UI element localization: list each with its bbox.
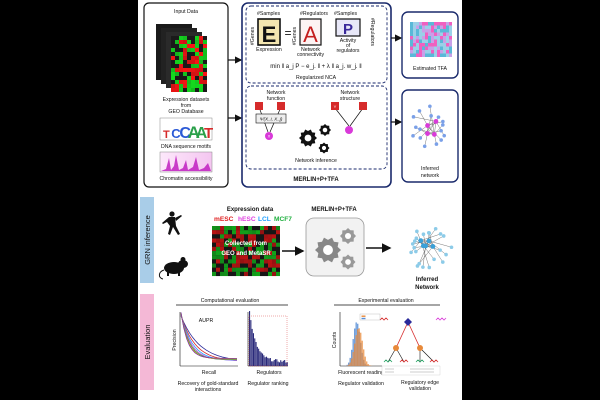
mouse-icon — [159, 257, 188, 279]
nca-regulators-mid: #Regulators — [300, 11, 328, 17]
node-x-label: X — [268, 134, 271, 139]
motif-letter: T — [163, 129, 170, 141]
exp-eval-title: Experimental evaluation — [358, 298, 413, 304]
network-conn-label-2: connectivity — [297, 52, 325, 58]
matrix-e-letter: E — [262, 22, 277, 47]
motif-caption: DNA sequence motifs — [161, 144, 211, 150]
recall-axis-label: Recall — [202, 370, 216, 376]
figure-canvas: Input Data Expression datasets from GEO … — [138, 0, 462, 400]
inferred-network-label-2: network — [421, 173, 440, 179]
regulator-ranking-chart — [248, 311, 288, 366]
matrix-p-letter: P — [343, 21, 353, 38]
collected-label-1: Collected from — [225, 241, 267, 247]
function-label-2: function — [267, 96, 285, 102]
method-title: MERLIN+P+TFA — [293, 177, 339, 183]
inference-title: Network inference — [295, 158, 337, 164]
motif-letter: T — [204, 125, 213, 142]
grn-method-label: MERLIN+P+TFA — [311, 207, 357, 213]
nca-title: Regularized NCA — [296, 75, 337, 81]
activity-label-3: regulators — [336, 48, 359, 54]
nca-regulators-right: #Regulators — [369, 18, 375, 46]
cell-type-hesc: hESC — [238, 216, 256, 223]
human-icon — [162, 211, 182, 235]
recovery-caption-2: interactions — [195, 387, 222, 393]
inferred-network-label-1: Inferred — [421, 166, 439, 172]
grn-inferred-network-graph — [409, 227, 453, 269]
matrix-a-letter: A — [303, 22, 318, 47]
equals-sign: = — [284, 26, 291, 40]
nca-genes-mid: #Genes — [292, 27, 298, 46]
grn-inferred-label-2: Network — [415, 285, 439, 291]
evaluation-side-label: Evaluation — [143, 324, 152, 359]
structure-label-2: structure — [340, 96, 360, 102]
expr-data-title: Expression data — [227, 207, 274, 213]
ranking-caption: Regulator ranking — [248, 381, 289, 387]
cell-type-mesc: mESC — [214, 216, 234, 223]
nca-samples-right: #Samples — [334, 11, 357, 17]
validation-caption: Regulator validation — [338, 381, 384, 387]
cell-type-mcf7: MCF7 — [274, 216, 292, 223]
precision-axis-label: Precision — [172, 329, 178, 350]
input-data-title: Input Data — [174, 9, 198, 15]
expression-heatmap-stack — [156, 24, 207, 92]
chromatin-caption: Chromatin accessibility — [159, 176, 212, 182]
edge-validation-diagram — [380, 318, 446, 375]
grn-inferred-label-1: Inferred — [416, 277, 439, 283]
expr-caption-3: GEO Database — [168, 109, 203, 115]
nca-samples-left: #Samples — [257, 11, 280, 17]
regulators-axis-label: Regulators — [256, 370, 281, 376]
nca-formula: min ‖ a_j P − e_j. ‖ + λ ‖ a_j. w_j. ‖ — [270, 64, 362, 70]
grn-side-label: GRN inference — [143, 215, 152, 265]
edge-caption-2: validation — [409, 386, 431, 392]
fluorescence-histogram — [340, 312, 382, 366]
collected-label-2: GEO and MetaSR — [221, 251, 271, 257]
aupr-label: AUPR — [199, 318, 214, 324]
figure: Input Data Expression datasets from GEO … — [138, 0, 462, 400]
nca-genes-left: #Genes — [250, 27, 256, 46]
expression-label: Expression — [256, 47, 282, 53]
cell-type-lcl: LCL — [258, 216, 271, 223]
psi-formula: Ψ(X_i, X_j) — [260, 117, 283, 122]
comp-eval-title: Computational evaluation — [201, 298, 260, 304]
fluor-axis-label: Fluorescent reading — [338, 370, 384, 376]
tfa-label: Estimated TFA — [413, 66, 447, 72]
counts-axis-label: Counts — [332, 331, 338, 348]
node-y-label: Y — [334, 104, 337, 109]
tfa-heatmap — [410, 22, 452, 57]
chromatin-track — [160, 152, 212, 172]
